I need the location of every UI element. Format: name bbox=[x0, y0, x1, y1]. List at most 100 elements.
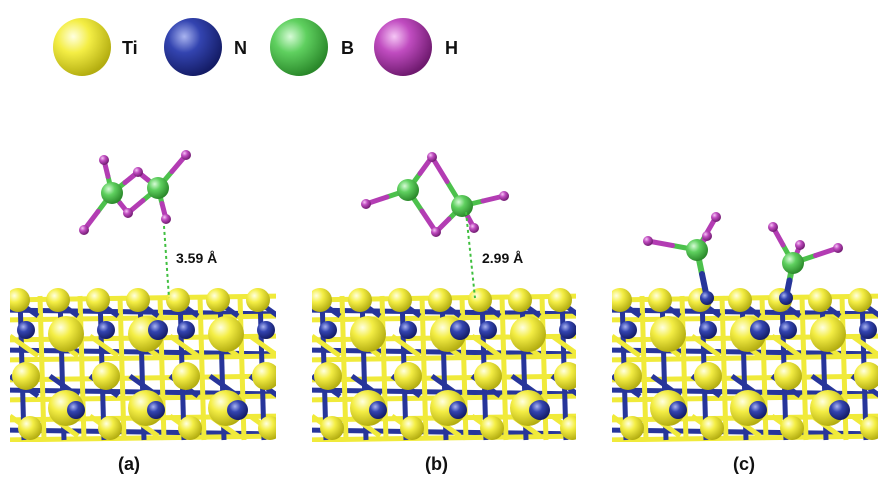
h-atom bbox=[499, 191, 509, 201]
legend-item-ti: Ti bbox=[53, 18, 138, 76]
b2h6-molecule-a bbox=[79, 150, 191, 235]
bond bbox=[759, 295, 769, 441]
h-atom bbox=[431, 227, 441, 237]
ti-atom bbox=[348, 288, 372, 312]
b-atom-swatch bbox=[270, 18, 328, 76]
n-atom bbox=[319, 321, 337, 339]
n-atom bbox=[859, 321, 877, 339]
bond bbox=[88, 333, 120, 359]
bond bbox=[379, 295, 389, 441]
ti-atom bbox=[208, 316, 244, 352]
h-atom bbox=[643, 236, 653, 246]
bh3-fragments-c bbox=[643, 212, 843, 305]
h-atom bbox=[469, 223, 479, 233]
b-atom bbox=[782, 252, 804, 274]
bond bbox=[882, 296, 886, 440]
ti-atom bbox=[246, 288, 270, 312]
bond bbox=[679, 295, 689, 441]
ti-atom bbox=[468, 288, 492, 312]
ti-atom bbox=[350, 316, 386, 352]
bond bbox=[582, 296, 586, 440]
ti-atom bbox=[400, 416, 424, 440]
ti-atom bbox=[18, 416, 42, 440]
n-atom bbox=[700, 291, 714, 305]
ti-atom bbox=[428, 288, 452, 312]
panel-b: 2.99 Å (b) bbox=[272, 152, 586, 474]
n-atom bbox=[17, 321, 35, 339]
h-atom bbox=[133, 167, 143, 177]
bond bbox=[499, 295, 509, 441]
bond bbox=[850, 333, 878, 358]
ti-atom bbox=[648, 288, 672, 312]
bond bbox=[37, 295, 47, 441]
bond bbox=[10, 333, 40, 359]
h-atom bbox=[768, 222, 778, 232]
n-atom bbox=[699, 321, 717, 339]
bond bbox=[612, 333, 642, 359]
tin-slab-c bbox=[572, 288, 886, 442]
bond bbox=[719, 295, 729, 441]
bond bbox=[470, 333, 502, 359]
ti-atom bbox=[860, 416, 878, 440]
ti-atom bbox=[510, 316, 546, 352]
bond bbox=[339, 295, 349, 441]
bond bbox=[459, 295, 469, 441]
b-atom bbox=[397, 179, 419, 201]
bond bbox=[117, 295, 127, 441]
n-atom bbox=[749, 401, 767, 419]
b-atom bbox=[451, 195, 473, 217]
h-atom bbox=[79, 225, 89, 235]
ti-atom bbox=[320, 416, 344, 440]
h-atom bbox=[161, 214, 171, 224]
ti-atom bbox=[554, 362, 576, 390]
h-atom bbox=[361, 199, 371, 209]
b-atom bbox=[147, 177, 169, 199]
bond bbox=[197, 295, 207, 441]
ti-atom bbox=[728, 288, 752, 312]
ti-atom bbox=[548, 288, 572, 312]
ti-atom bbox=[848, 288, 872, 312]
bond bbox=[157, 295, 167, 441]
bond bbox=[602, 296, 606, 440]
n-atom bbox=[449, 401, 467, 419]
distance-line-b bbox=[465, 211, 476, 299]
ti-atom bbox=[694, 362, 722, 390]
n-atom bbox=[97, 321, 115, 339]
ti-atom bbox=[312, 288, 332, 312]
slab-lattice bbox=[272, 288, 586, 442]
bond bbox=[280, 296, 284, 440]
ti-atom bbox=[12, 362, 40, 390]
ti-atom bbox=[388, 288, 412, 312]
bond bbox=[572, 416, 600, 436]
b-atom bbox=[686, 239, 708, 261]
n-atom bbox=[779, 291, 793, 305]
n-atom bbox=[399, 321, 417, 339]
ti-atom bbox=[620, 416, 644, 440]
bond bbox=[572, 336, 600, 356]
bond bbox=[272, 416, 300, 436]
bond bbox=[390, 333, 422, 359]
ti-atom bbox=[46, 288, 70, 312]
bond bbox=[272, 336, 300, 356]
ti-atom bbox=[700, 416, 724, 440]
bond bbox=[248, 333, 276, 358]
panel-c: (c) bbox=[572, 212, 886, 474]
panel-label-a: (a) bbox=[118, 454, 140, 474]
ti-atom bbox=[810, 316, 846, 352]
legend-item-n: N bbox=[164, 18, 247, 76]
ti-atom bbox=[0, 316, 4, 352]
distance-label-b: 2.99 Å bbox=[482, 250, 523, 266]
bond bbox=[77, 295, 87, 441]
n-atom bbox=[750, 320, 770, 340]
n-atom bbox=[830, 400, 850, 420]
b-atom bbox=[101, 182, 123, 204]
bond bbox=[0, 296, 4, 440]
ti-atom bbox=[854, 362, 878, 390]
n-atom bbox=[479, 321, 497, 339]
legend-label-n: N bbox=[234, 38, 247, 58]
ti-atom bbox=[258, 416, 276, 440]
bond bbox=[168, 333, 200, 359]
h-atom bbox=[123, 208, 133, 218]
bond bbox=[770, 333, 802, 359]
ti-atom bbox=[650, 316, 686, 352]
